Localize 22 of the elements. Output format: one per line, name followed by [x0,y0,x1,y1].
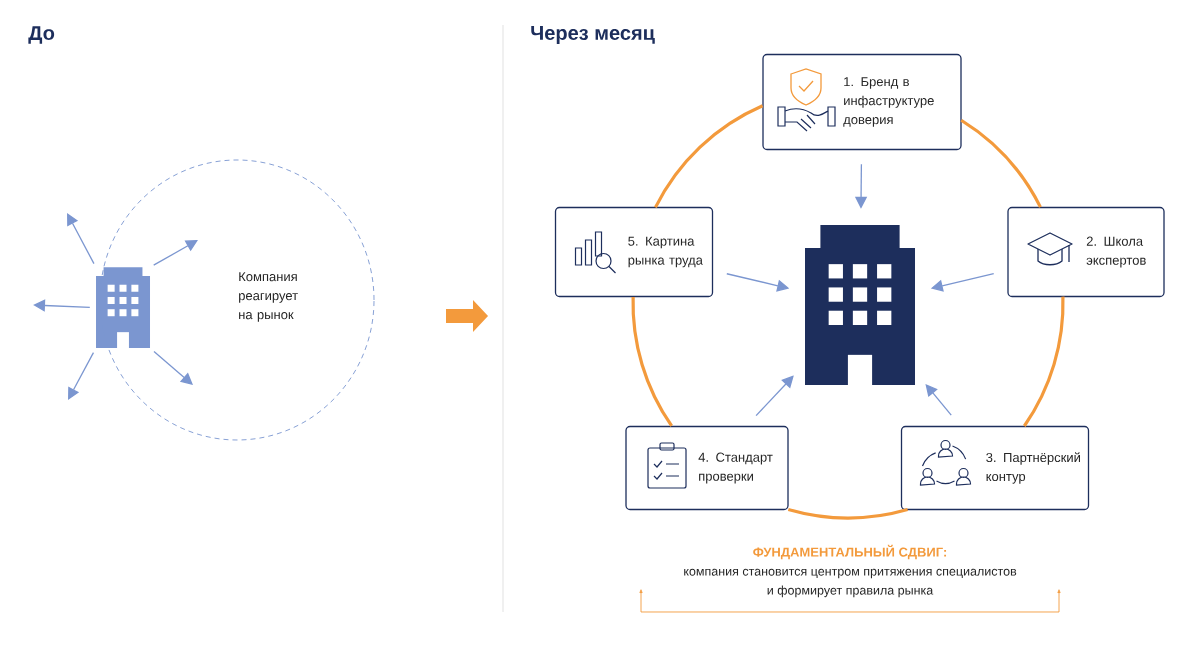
ring-arc [1023,296,1065,427]
heading-text: ФУНДАМЕНТАЛЬНЫЙ СДВИГ: [753,544,947,560]
step-box: 1. Бренд в инфаструктуре доверия [762,53,962,151]
arrow [153,240,198,266]
ring-arc [787,508,909,520]
arrow [67,213,95,265]
building-drawing [96,267,150,348]
step-box: 3. Партнёрский контур [900,425,1090,511]
arrow [755,375,794,417]
step-box: 4. Стандарт проверки [625,425,789,511]
section-heading: Через месяц [531,26,655,44]
step-box: 2. Школа экспертов [1007,206,1165,298]
section-heading: До [28,26,55,44]
arrow [153,350,193,385]
ring-arc [654,104,764,209]
step-box: 5. Картина рынка труда [554,206,714,298]
arrow [33,299,91,312]
ring-arc [631,297,673,427]
building-drawing [805,225,915,385]
summary-text: компания становится центром притяжения специалистов и формирует правила рынка [684,568,1017,598]
ring-arc [960,118,1042,208]
arrow [68,351,95,400]
